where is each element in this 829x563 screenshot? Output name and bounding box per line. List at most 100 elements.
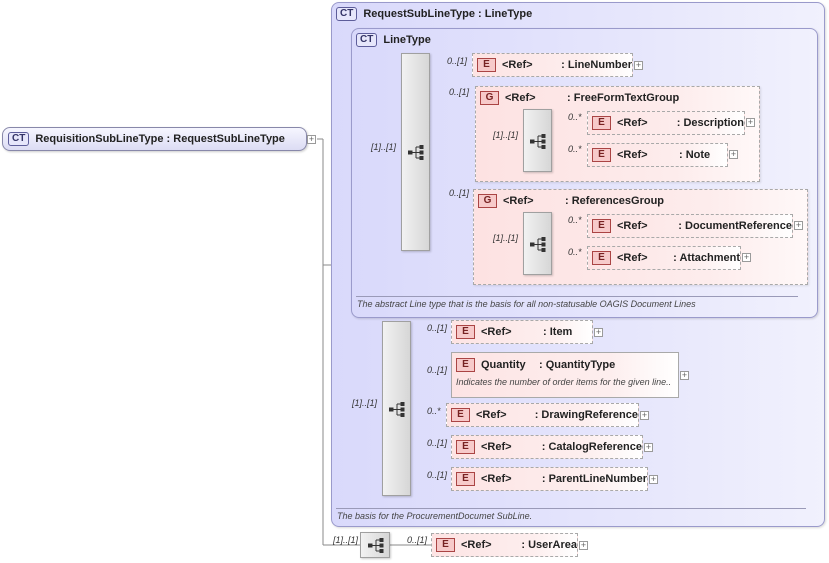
- expand-icon[interactable]: +: [594, 327, 603, 337]
- element-note[interactable]: E <Ref> : Note: [587, 143, 728, 167]
- divider: [336, 508, 806, 509]
- multiplicity-label: 0..[1]: [449, 87, 470, 97]
- element-badge: E: [592, 148, 611, 162]
- multiplicity-label: 0..[1]: [427, 438, 448, 448]
- group-header: G <Ref> : FreeFormTextGroup: [480, 91, 679, 105]
- group-header: G <Ref> : ReferencesGroup: [478, 194, 664, 208]
- line-type-note: The abstract Line type that is the basis…: [357, 299, 696, 309]
- element-badge: E: [456, 472, 475, 486]
- element-badge: E: [592, 251, 611, 265]
- outer-type-header: CT RequestSubLineType : LineType: [336, 7, 532, 21]
- element-drawing-reference[interactable]: E <Ref> : DrawingReference: [446, 403, 639, 427]
- sequence-icon: [530, 134, 546, 149]
- element-name: : DocumentReference: [678, 220, 792, 232]
- multiplicity-label: 0..*: [568, 144, 582, 154]
- element-badge: E: [456, 358, 475, 372]
- element-ref: <Ref>: [617, 252, 648, 264]
- element-ref: Quantity: [481, 359, 526, 371]
- element-ref: <Ref>: [481, 326, 512, 338]
- complex-type-badge: CT: [8, 132, 30, 146]
- outer-type-title: RequestSubLineType : LineType: [363, 8, 533, 20]
- element-name: : CatalogReference: [541, 441, 642, 453]
- element-badge: E: [456, 325, 475, 339]
- sequence-icon: [530, 237, 546, 252]
- element-attachment[interactable]: E <Ref> : Attachment: [587, 246, 741, 270]
- expand-icon[interactable]: +: [644, 442, 653, 452]
- element-quantity-header: E Quantity : QuantityType: [456, 358, 678, 372]
- element-user-area[interactable]: E <Ref> : UserArea: [431, 533, 578, 557]
- complex-type-badge: CT: [336, 7, 358, 21]
- expand-icon[interactable]: +: [746, 117, 755, 127]
- multiplicity-label: 0..[1]: [427, 323, 448, 333]
- expand-icon[interactable]: +: [579, 540, 588, 550]
- expand-icon[interactable]: +: [634, 60, 643, 70]
- element-ref: <Ref>: [617, 117, 648, 129]
- group-badge: G: [478, 194, 497, 208]
- root-label: RequisitionSubLineType : RequestSubLineT…: [35, 133, 285, 145]
- expand-icon[interactable]: +: [649, 474, 658, 484]
- sequence-compositor[interactable]: [523, 109, 552, 172]
- element-ref: <Ref>: [617, 220, 648, 232]
- sequence-icon: [389, 402, 405, 417]
- element-ref: <Ref>: [481, 441, 512, 453]
- outer-type-note: The basis for the ProcurementDocumet Sub…: [337, 511, 533, 521]
- multiplicity-label: [1]..[1]: [371, 142, 397, 152]
- element-name: : LineNumber: [561, 59, 632, 71]
- sequence-compositor[interactable]: [523, 212, 552, 275]
- expand-icon[interactable]: +: [742, 252, 751, 262]
- multiplicity-label: 0..[1]: [447, 56, 468, 66]
- element-item[interactable]: E <Ref> : Item: [451, 320, 593, 344]
- element-name: : QuantityType: [539, 359, 616, 371]
- group-name: : FreeFormTextGroup: [567, 92, 680, 104]
- element-quantity-note: Indicates the number of order items for …: [456, 377, 672, 387]
- sequence-compositor[interactable]: [360, 532, 390, 558]
- expand-icon[interactable]: +: [680, 370, 689, 380]
- multiplicity-label: 0..*: [568, 112, 582, 122]
- element-name: : DrawingReference: [534, 409, 638, 421]
- line-type-header: CT LineType: [356, 33, 431, 47]
- element-ref: <Ref>: [481, 473, 512, 485]
- multiplicity-label: 0..*: [568, 247, 582, 257]
- multiplicity-label: [1]..[1]: [493, 130, 519, 140]
- multiplicity-label: [1]..[1]: [333, 535, 359, 545]
- element-badge: E: [592, 219, 611, 233]
- element-ref: <Ref>: [502, 59, 533, 71]
- element-badge: E: [436, 538, 455, 552]
- multiplicity-label: [1]..[1]: [493, 233, 519, 243]
- divider: [356, 296, 798, 297]
- sequence-compositor[interactable]: [382, 321, 411, 496]
- multiplicity-label: 0..[1]: [427, 470, 448, 480]
- expand-icon[interactable]: +: [794, 220, 803, 230]
- group-ref: <Ref>: [503, 195, 534, 207]
- element-name: : UserArea: [521, 539, 577, 551]
- sequence-compositor[interactable]: [401, 53, 430, 251]
- multiplicity-label: 0..*: [568, 215, 582, 225]
- element-quantity[interactable]: E Quantity : QuantityType Indicates the …: [451, 352, 679, 398]
- multiplicity-label: 0..[1]: [449, 188, 470, 198]
- expand-icon[interactable]: +: [307, 134, 316, 144]
- expand-icon[interactable]: +: [729, 149, 738, 159]
- element-catalog-reference[interactable]: E <Ref> : CatalogReference: [451, 435, 643, 459]
- expand-icon[interactable]: +: [640, 410, 649, 420]
- group-name: : ReferencesGroup: [565, 195, 665, 207]
- group-badge: G: [480, 91, 499, 105]
- element-document-reference[interactable]: E <Ref> : DocumentReference: [587, 214, 793, 238]
- element-name: : Item: [543, 326, 573, 338]
- element-name: : Description: [676, 117, 744, 129]
- element-badge: E: [592, 116, 611, 130]
- element-parent-line-number[interactable]: E <Ref> : ParentLineNumber: [451, 467, 648, 491]
- element-line-number[interactable]: E <Ref> : LineNumber: [472, 53, 633, 77]
- element-name: : ParentLineNumber: [541, 473, 647, 485]
- element-badge: E: [477, 58, 496, 72]
- element-badge: E: [451, 408, 470, 422]
- root-complex-type[interactable]: CT RequisitionSubLineType : RequestSubLi…: [2, 127, 307, 151]
- element-name: : Attachment: [673, 252, 740, 264]
- multiplicity-label: 0..[1]: [427, 365, 448, 375]
- element-ref: <Ref>: [461, 539, 492, 551]
- sequence-icon: [408, 145, 424, 160]
- element-description[interactable]: E <Ref> : Description: [587, 111, 745, 135]
- multiplicity-label: 0..*: [427, 406, 441, 416]
- multiplicity-label: 0..[1]: [407, 535, 428, 545]
- element-badge: E: [456, 440, 475, 454]
- line-type-title: LineType: [383, 34, 431, 46]
